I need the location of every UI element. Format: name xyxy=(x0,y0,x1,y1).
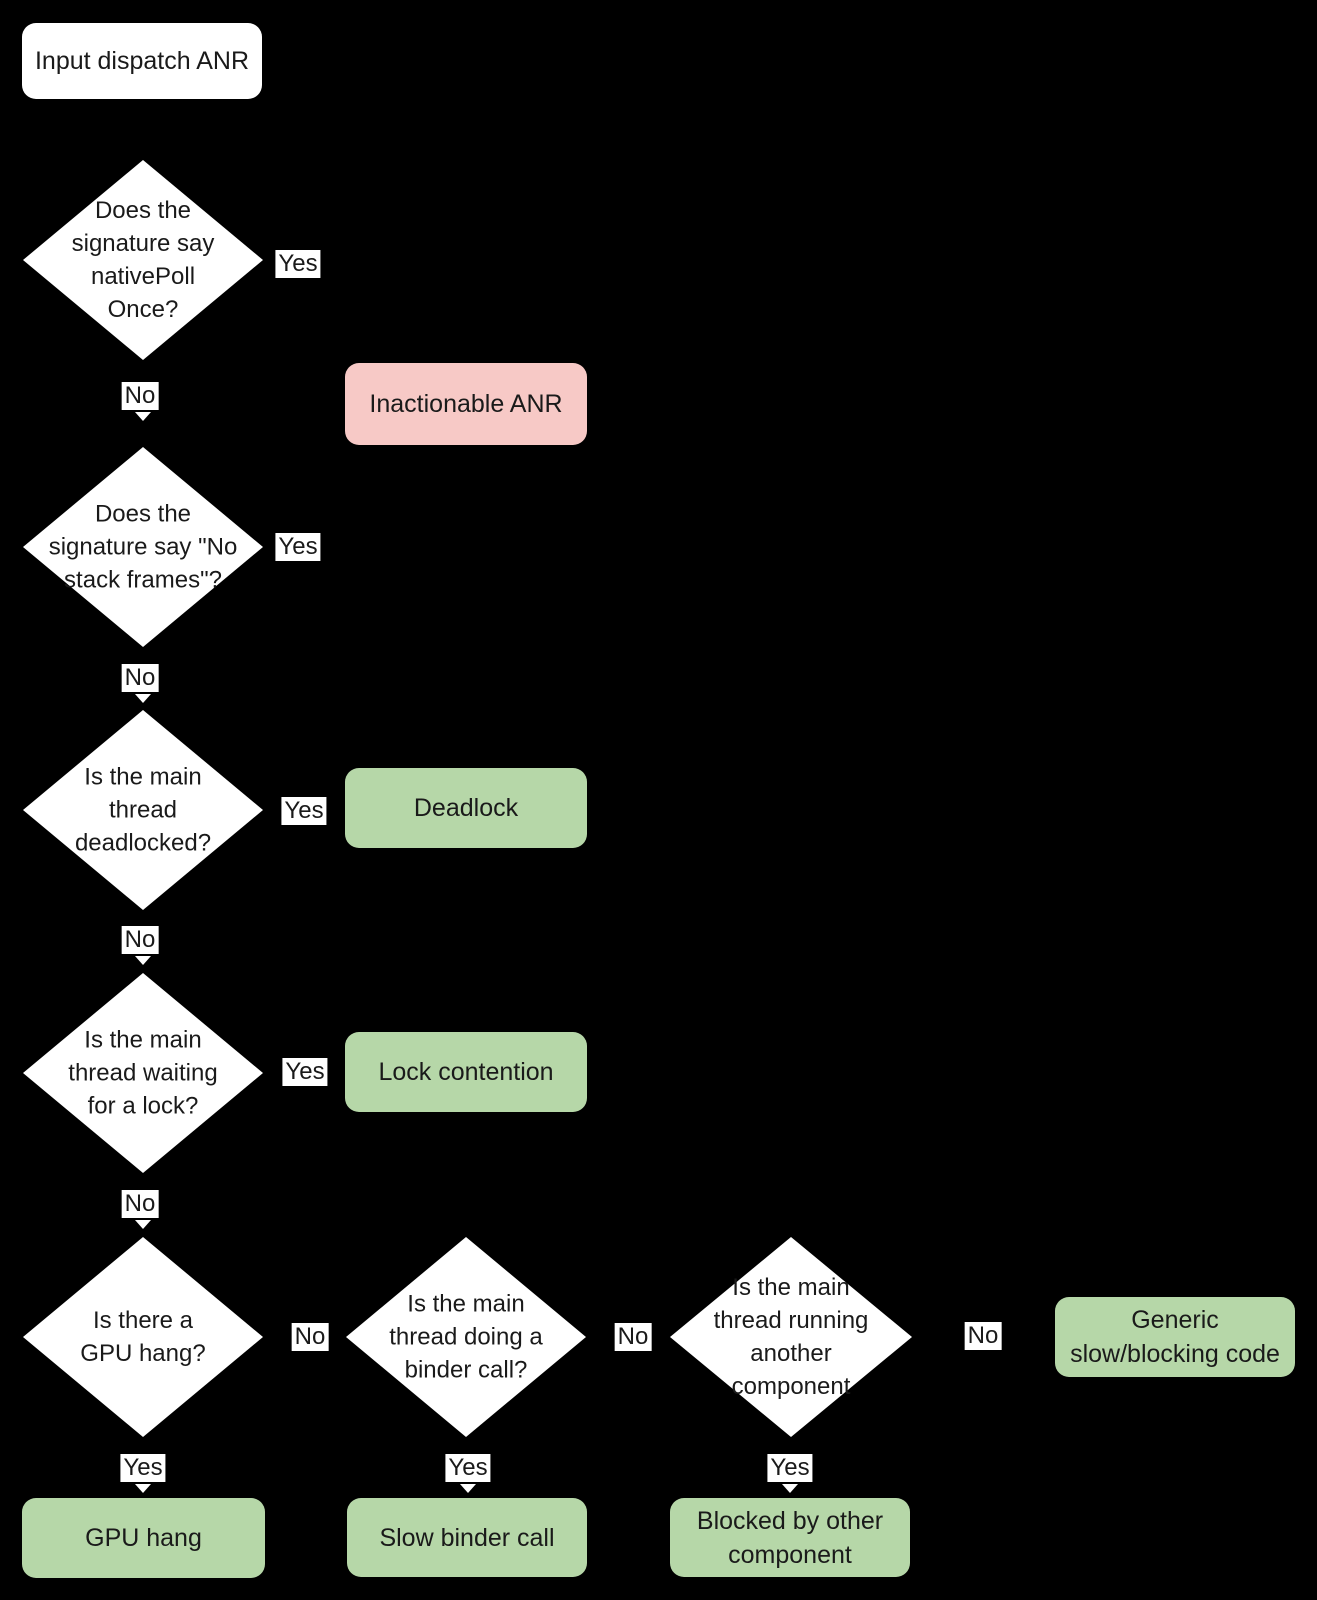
edge-label-d4-no: No xyxy=(121,1190,159,1218)
edge-label-d3-no: No xyxy=(121,926,159,954)
outcome-deadlock: Deadlock xyxy=(345,768,587,848)
edge-label-d1-no: No xyxy=(121,382,159,410)
outcome-inactionable-anr-label: Inactionable ANR xyxy=(369,390,563,418)
edge-label-d7-yes: Yes xyxy=(767,1454,813,1482)
decision-binder-call: Is the main thread doing a binder call? xyxy=(346,1237,586,1437)
arrowhead-down-icon xyxy=(135,694,151,703)
outcome-generic-slow-blocking-code-label: Generic slow/blocking code xyxy=(1070,1306,1280,1368)
decision-waiting-for-lock-label: Is the main thread waiting for a lock? xyxy=(68,1026,218,1120)
outcome-slow-binder-call: Slow binder call xyxy=(347,1498,587,1577)
outcome-generic-slow-blocking-code: Generic slow/blocking code xyxy=(1055,1297,1295,1377)
start-node-label: Input dispatch ANR xyxy=(34,47,249,75)
decision-waiting-for-lock: Is the main thread waiting for a lock? xyxy=(23,973,263,1173)
start-node-input-dispatch-anr: Input dispatch ANR xyxy=(22,23,262,99)
edge-label-d2-yes: Yes xyxy=(275,533,321,561)
decision-main-thread-deadlocked-label: Is the main thread deadlocked? xyxy=(74,763,212,857)
edge-label-d6-yes: Yes xyxy=(445,1454,491,1482)
decision-running-another-component: Is the main thread running another compo… xyxy=(670,1237,912,1437)
decision-binder-call-label: Is the main thread doing a binder call? xyxy=(389,1290,543,1384)
edge-label-d4-yes: Yes xyxy=(282,1058,328,1086)
arrowhead-down-icon xyxy=(135,956,151,965)
edge-label-d2-no: No xyxy=(121,664,159,692)
outcome-lock-contention: Lock contention xyxy=(345,1032,587,1112)
outcome-gpu-hang: GPU hang xyxy=(22,1498,265,1578)
arrowhead-down-icon xyxy=(135,1220,151,1229)
arrowhead-down-icon xyxy=(135,412,151,421)
edge-label-d3-yes: Yes xyxy=(281,797,327,825)
decision-nativepollonce-label: Does the signature say nativePoll Once? xyxy=(71,197,215,323)
edge-label-d1-yes: Yes xyxy=(275,250,321,278)
decision-no-stack-frames: Does the signature say "No stack frames"… xyxy=(23,447,263,647)
outcome-deadlock-label: Deadlock xyxy=(413,794,519,822)
outcome-blocked-by-other-component: Blocked by other component xyxy=(670,1498,910,1577)
edge-label-d5-yes: Yes xyxy=(120,1454,166,1482)
arrowhead-down-icon xyxy=(460,1484,476,1493)
outcome-inactionable-anr: Inactionable ANR xyxy=(345,363,587,445)
decision-nativepollonce: Does the signature say nativePoll Once? xyxy=(23,160,263,360)
arrowhead-down-icon xyxy=(135,1484,151,1493)
edge-label-d6-no: No xyxy=(614,1323,652,1351)
decision-gpu-hang-label: Is there a GPU hang? xyxy=(80,1307,206,1367)
edge-label-d7-no: No xyxy=(964,1322,1002,1350)
decision-no-stack-frames-label: Does the signature say "No stack frames"… xyxy=(48,500,238,594)
decision-main-thread-deadlocked: Is the main thread deadlocked? xyxy=(23,710,263,910)
outcome-lock-contention-label: Lock contention xyxy=(378,1058,554,1086)
outcome-blocked-by-other-component-label: Blocked by other component xyxy=(696,1506,884,1569)
arrowhead-down-icon xyxy=(782,1484,798,1493)
outcome-slow-binder-call-label: Slow binder call xyxy=(379,1523,555,1552)
outcome-gpu-hang-label: GPU hang xyxy=(85,1524,202,1552)
edge-label-d5-no: No xyxy=(291,1323,329,1351)
decision-running-another-component-label: Is the main thread running another compo… xyxy=(713,1274,869,1400)
decision-gpu-hang: Is there a GPU hang? xyxy=(23,1237,263,1437)
